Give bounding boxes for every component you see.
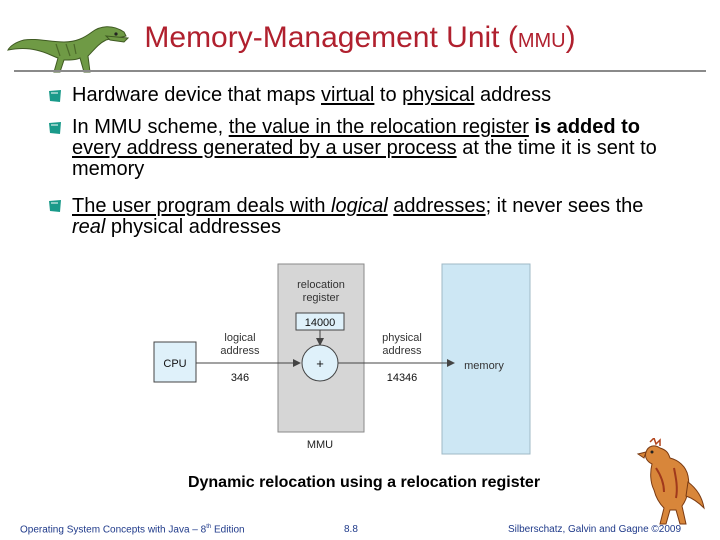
- mmu-label: MMU: [307, 439, 333, 451]
- cpu-label: CPU: [163, 358, 186, 370]
- cpu-box: [153, 341, 197, 383]
- physical-address-label-line2: address: [382, 345, 422, 357]
- slide-title: Memory-Management Unit (MMU): [144, 21, 576, 54]
- bullet-icon: [49, 200, 61, 212]
- memory-box: [441, 263, 531, 455]
- logical-address-label-line1: logical: [224, 332, 255, 344]
- memory-label: memory: [464, 360, 504, 372]
- diagram-caption: Dynamic relocation using a relocation re…: [187, 474, 541, 491]
- dinosaur-logo-icon: [7, 26, 130, 73]
- bullet-text-1: Hardware device that maps virtual to phy…: [72, 84, 552, 106]
- footer-page-number: 8.8: [344, 524, 358, 535]
- mmu-diagram: memory MMU relocation register 14000 + C…: [153, 263, 531, 455]
- title-divider: [14, 70, 706, 72]
- relocation-label-line1: relocation: [297, 279, 345, 291]
- logical-address-value: 346: [231, 372, 249, 384]
- relocation-label-line2: register: [303, 292, 340, 304]
- bullet-text-3: The user program deals with logical addr…: [72, 195, 644, 238]
- physical-address-label-line1: physical: [382, 332, 422, 344]
- adder-symbol: +: [316, 356, 324, 371]
- physical-address-value: 14346: [387, 372, 418, 384]
- footer-book-title: Operating System Concepts with Java – 8t…: [20, 524, 245, 536]
- bullet-icon: [49, 122, 61, 134]
- dinosaur-mascot-icon: [636, 438, 705, 525]
- relocation-register-value: 14000: [305, 317, 336, 329]
- footer-authors: Silberschatz, Galvin and Gagne ©2009: [508, 524, 682, 535]
- bullet-text-2: In MMU scheme, the value in the relocati…: [72, 116, 657, 180]
- logical-address-label-line2: address: [220, 345, 260, 357]
- bullet-icon: [49, 90, 61, 102]
